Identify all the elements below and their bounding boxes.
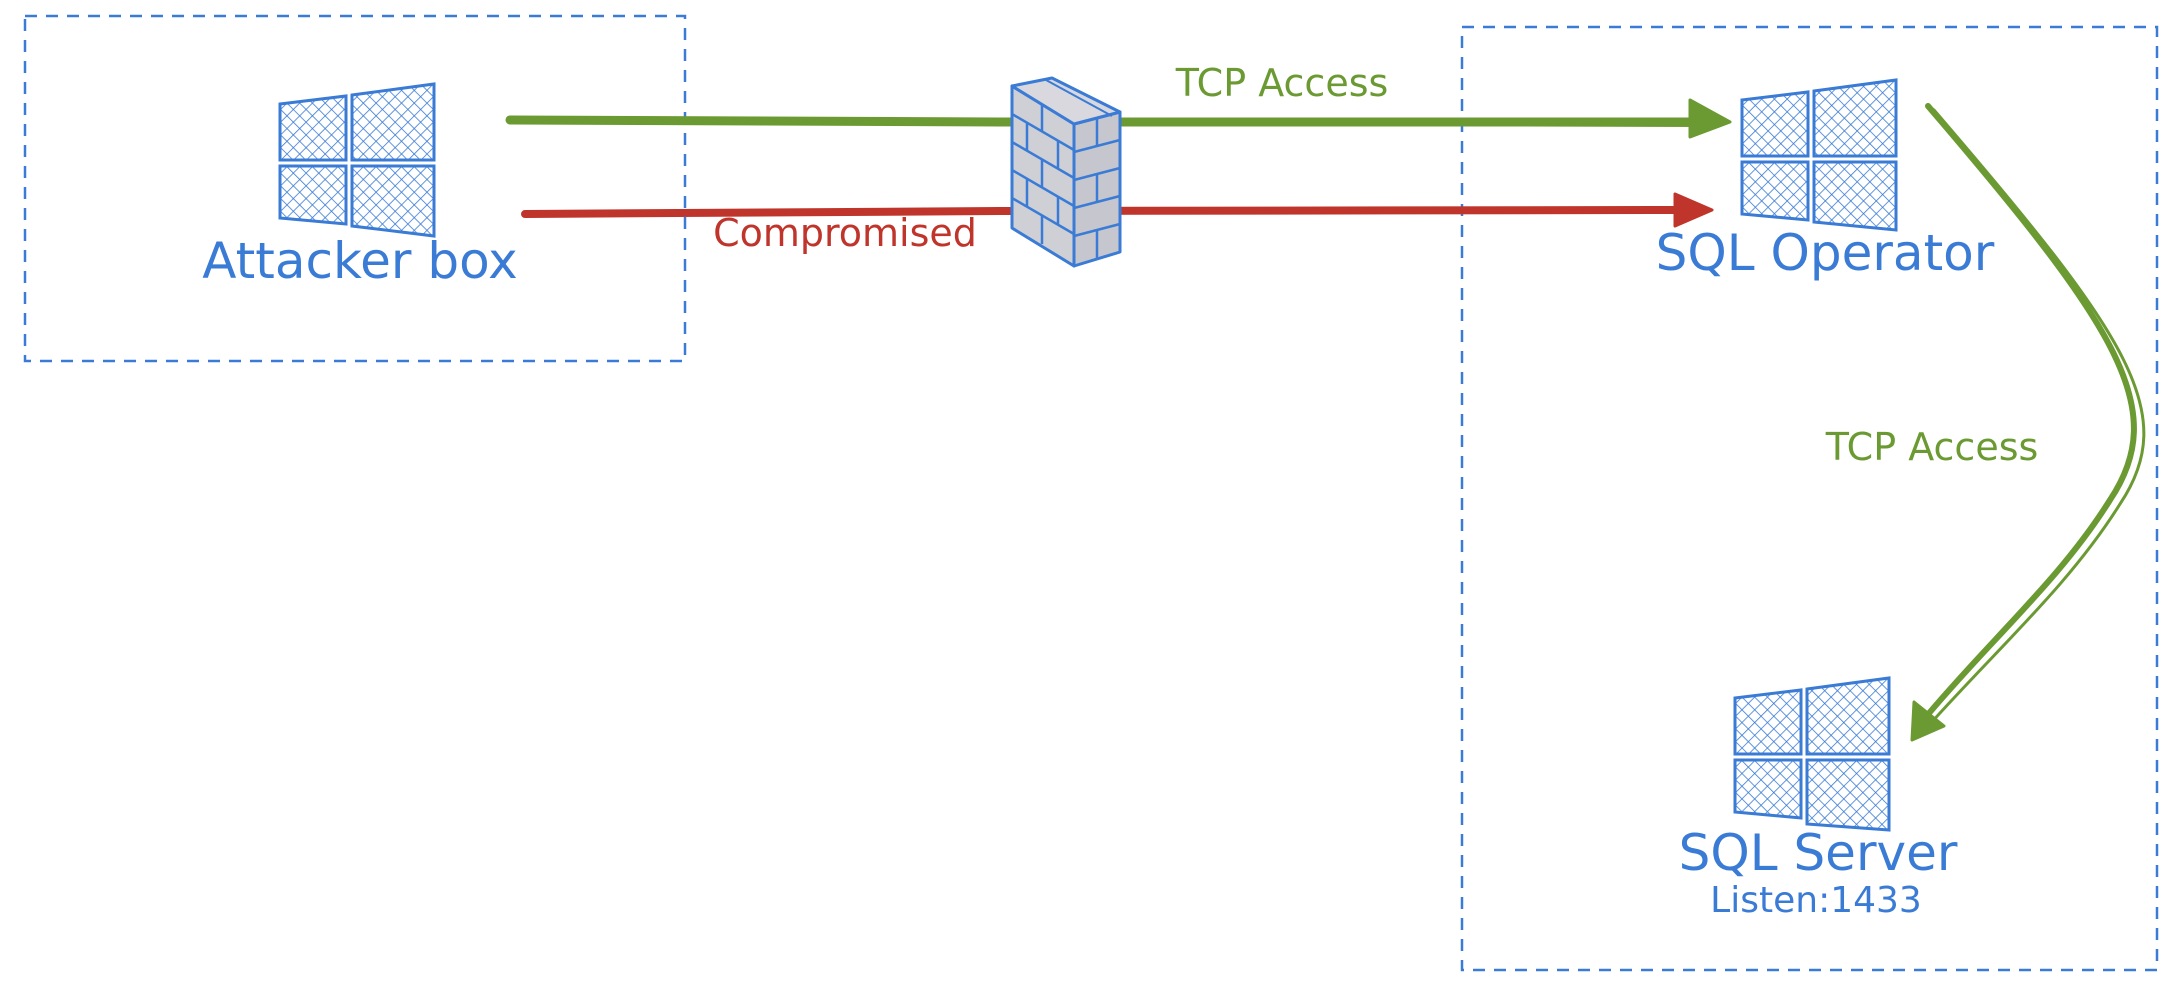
windows-logo-icon [1733, 676, 1891, 832]
windows-logo-icon [278, 82, 436, 238]
sql-server-port-label: Listen:1433 [1710, 880, 1922, 921]
windows-logo-icon [1740, 78, 1898, 232]
firewall-brick-wall-icon [1010, 76, 1122, 268]
sql-operator-label: SQL Operator [1656, 224, 1995, 282]
target-zone-box [1460, 25, 2159, 972]
tcp-access-arrow-down [1910, 103, 2146, 742]
tcp-access-down-label: TCP Access [1825, 425, 2039, 469]
compromised-arrow [521, 192, 1714, 228]
attacker-label: Attacker box [202, 232, 517, 290]
attacker-zone-box [23, 14, 687, 363]
tcp-access-top-label: TCP Access [1175, 61, 1389, 105]
compromised-label: Compromised [713, 211, 977, 255]
sql-server-label: SQL Server [1679, 824, 1958, 882]
